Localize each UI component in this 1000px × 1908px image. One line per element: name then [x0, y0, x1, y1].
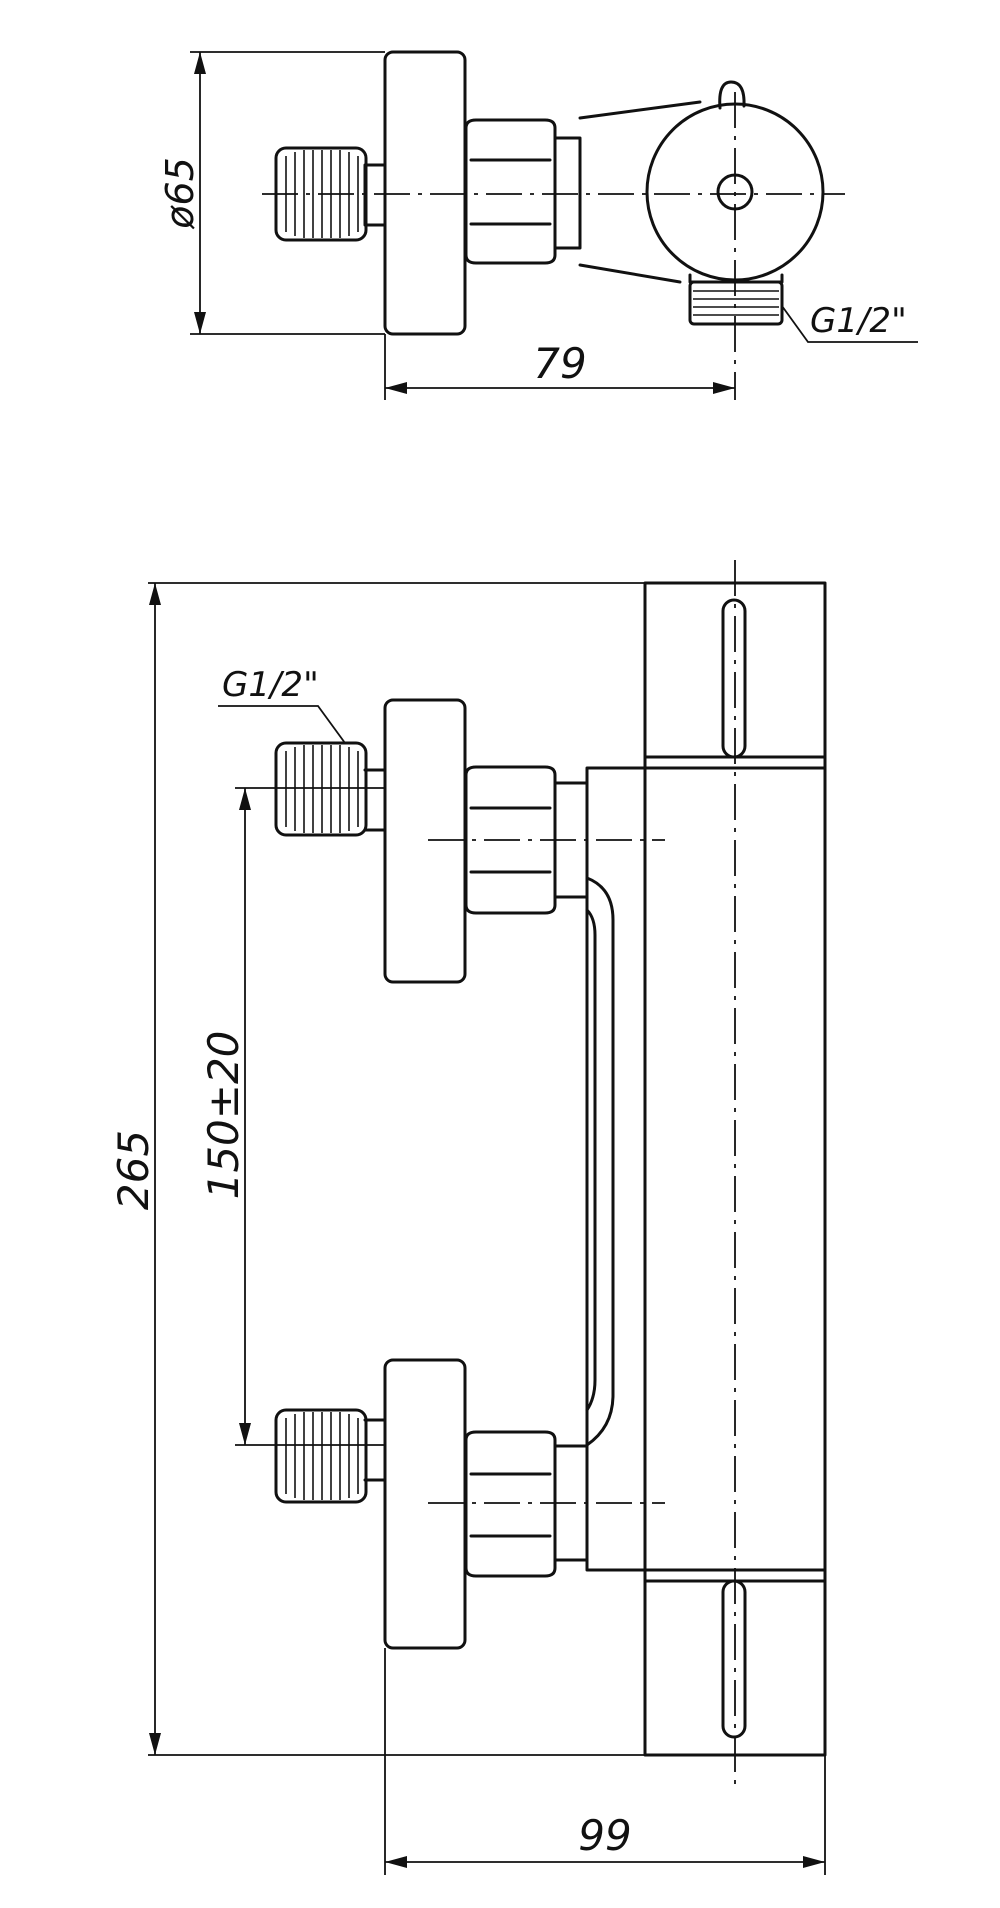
- front-spacing-dimension: [235, 787, 385, 1446]
- front-upper-hex-nut: [464, 765, 557, 915]
- front-width-dimension: [384, 1648, 826, 1875]
- front-lower-threaded-connector: [274, 1408, 368, 1504]
- front-spacing-label: 150±20: [199, 1031, 248, 1200]
- top-view: ø65 79 G1/2": [158, 50, 918, 400]
- front-bottom-slot: [721, 1579, 747, 1739]
- top-thread-label: G1/2": [810, 301, 907, 341]
- top-wall-flange: [383, 50, 467, 336]
- top-body-wedge: [578, 100, 702, 284]
- top-diameter-dimension: [190, 51, 385, 335]
- top-eccentric-stub: [363, 163, 387, 227]
- front-view: 265 150±20 99 G1/2": [109, 560, 827, 1875]
- top-thread-leader: [781, 305, 918, 343]
- front-top-slot: [721, 598, 747, 759]
- front-upper-inlet: [274, 698, 665, 984]
- top-outlet: [688, 273, 784, 326]
- top-diameter-label: ø65: [158, 157, 202, 230]
- front-height-dimension: [149, 583, 161, 1755]
- front-lower-inlet: [274, 1358, 665, 1650]
- front-thread-label: G1/2": [222, 665, 319, 705]
- front-width-label: 99: [578, 1811, 631, 1860]
- top-washer: [553, 136, 582, 250]
- top-width-dimension: [384, 334, 735, 400]
- front-body: [585, 581, 827, 1757]
- top-hex-nut: [464, 118, 557, 265]
- front-connecting-pipe: [585, 876, 615, 1447]
- top-width-label: 79: [533, 339, 586, 388]
- front-height-label: 265: [109, 1130, 158, 1210]
- front-upper-threaded-connector: [274, 741, 368, 837]
- front-thread-leader: [218, 705, 346, 744]
- top-handle-knob: [718, 80, 746, 110]
- front-lower-hex-nut: [464, 1430, 557, 1578]
